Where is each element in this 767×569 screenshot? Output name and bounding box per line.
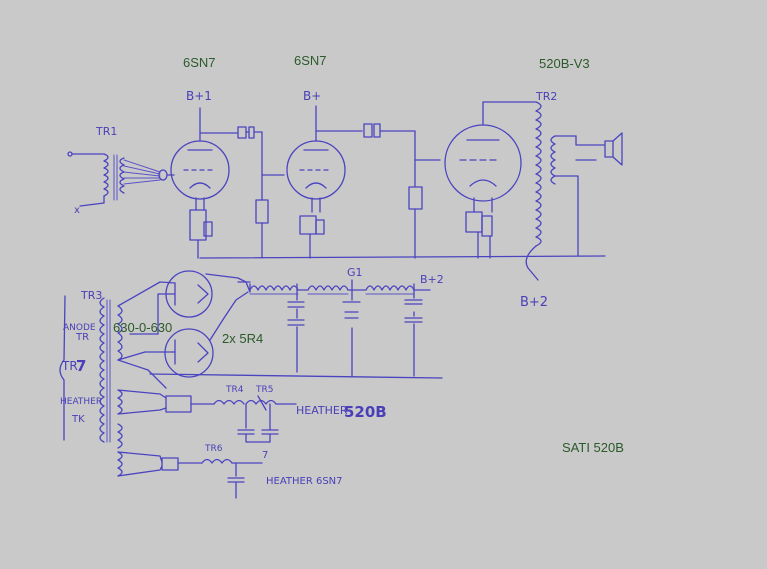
cathode-network-v1 — [189, 197, 213, 259]
label-g1: G1 — [347, 266, 363, 279]
label-tr3: TR3 — [80, 289, 102, 302]
label-heater-tr-1: HEATHER — [60, 397, 102, 407]
label-tr7-prefix: TR — [61, 359, 78, 373]
coupling-cap-1 — [237, 126, 269, 259]
filter-network — [237, 279, 431, 377]
label-tr7-num: 7 — [76, 357, 86, 375]
label-bplus2: B+2 — [420, 273, 444, 286]
rectifier-label: 2x 5R4 — [222, 331, 264, 346]
cathode-network-v3 — [465, 197, 493, 259]
label-bplus2-out: B+2 — [520, 295, 548, 310]
coupling-cap-2 — [363, 123, 441, 259]
label-x-mark: x — [74, 205, 80, 216]
label-tr5: TR5 — [255, 385, 273, 395]
transformer-voltage-label: 630-0-630 — [113, 320, 173, 335]
footer-title: SATI 520B — [562, 440, 624, 455]
label-seven-mark: 7 — [262, 450, 268, 461]
rectifier-tube-bottom — [144, 291, 249, 389]
tube-v1-label: 6SN7 — [183, 55, 216, 70]
label-tr2: TR2 — [535, 90, 557, 103]
input-transformer-tr1 — [67, 151, 175, 207]
cathode-network-v2 — [299, 197, 325, 259]
tube-v3-label: 520B-V3 — [539, 56, 590, 71]
label-heater-tr-2: TK — [71, 414, 85, 425]
tube-v1 — [170, 107, 238, 200]
label-heather-6sn7: HEATHER 6SN7 — [266, 476, 343, 487]
tube-v3 — [444, 101, 537, 202]
label-anode-tr-2: TR — [75, 332, 89, 343]
output-transformer-tr2 — [525, 101, 623, 281]
tube-v2 — [261, 105, 363, 200]
label-tr4: TR4 — [225, 385, 244, 395]
power-transformer-tr3 — [59, 281, 176, 443]
tube-v2-label: 6SN7 — [294, 53, 327, 68]
label-bplus1: B+1 — [186, 89, 212, 103]
label-bplus: B+ — [303, 89, 321, 103]
label-heather-520b-a: HEATHER — [296, 404, 348, 417]
label-heather-520b-b: 520B — [344, 403, 387, 421]
label-anode-tr-1: ANODE — [63, 323, 96, 333]
label-tr6: TR6 — [204, 444, 223, 454]
label-tr1: TR1 — [95, 125, 117, 138]
heater-transformer-windings — [117, 389, 297, 499]
ground-bus-bottom — [149, 373, 443, 379]
ground-bus-top — [199, 255, 606, 259]
